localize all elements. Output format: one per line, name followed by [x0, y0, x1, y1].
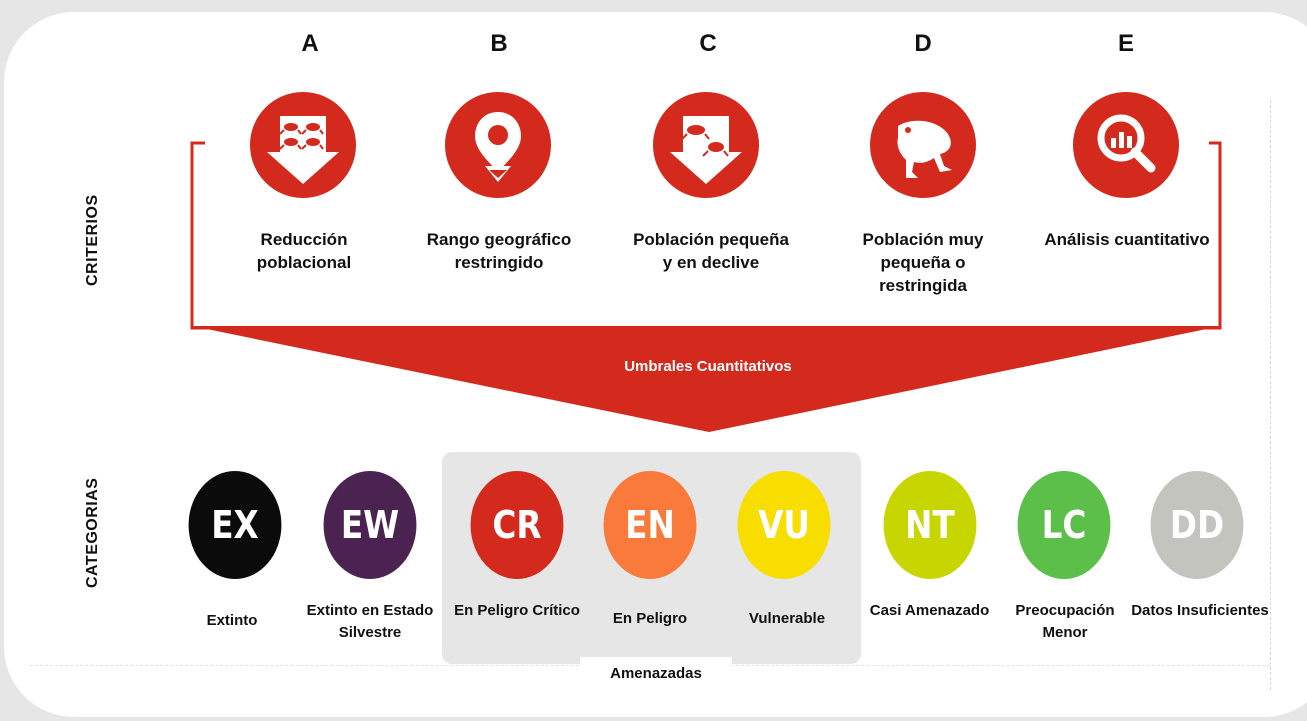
small-declining-population-icon — [653, 92, 759, 198]
category-badge-dd: DD — [1150, 471, 1244, 579]
category-badge-nt: NT — [883, 471, 977, 579]
category-badge-ew: EW — [323, 471, 417, 579]
criteria-side-label: CRITERIOS — [84, 194, 101, 286]
category-label-lc: Preocupación Menor — [1015, 602, 1115, 641]
criterion-label-b: Rango geográfico restringido — [426, 230, 572, 272]
category-label-cr: En Peligro Crítico — [454, 602, 580, 619]
criterion-label-e: Análisis cuantitativo — [1044, 230, 1210, 249]
criterion-label-a: Reducción poblacional — [256, 230, 352, 272]
criterion-letter-e: E — [1117, 30, 1134, 57]
category-label-dd: Datos Insuficientes — [1131, 602, 1269, 619]
population-reduction-icon — [250, 92, 356, 198]
category-label-ex: Extinto — [206, 612, 258, 629]
category-badge-lc: LC — [1017, 471, 1111, 579]
criterion-label-c: Población pequeña y en declive — [633, 230, 789, 272]
category-label-en: En Peligro — [612, 610, 688, 627]
criterion-letter-c: C — [699, 30, 717, 57]
map-pin-icon — [445, 92, 551, 198]
criterion-label-d: Población muy pequeña o restringida — [862, 230, 984, 295]
magnifier-chart-icon — [1073, 92, 1179, 198]
category-badge-en: EN — [603, 471, 697, 579]
criterion-letter-b: B — [490, 30, 508, 57]
criterion-letter-d: D — [914, 30, 932, 57]
category-label-vu: Vulnerable — [748, 610, 826, 627]
category-badge-cr: CR — [470, 471, 564, 579]
category-label-ew: Extinto en Estado Silvestre — [306, 602, 434, 641]
category-label-nt: Casi Amenazado — [869, 602, 990, 619]
threatened-group-label: Amenazadas — [580, 657, 732, 693]
category-badge-vu: VU — [737, 471, 831, 579]
categories-side-label: CATEGORIAS — [84, 477, 101, 588]
dashed-guide-vertical — [1270, 100, 1271, 690]
category-badge-ex: EX — [188, 471, 282, 579]
frog-icon — [870, 92, 976, 198]
threshold-label: Umbrales Cuantitativos — [624, 358, 792, 375]
criterion-letter-a: A — [301, 30, 319, 57]
